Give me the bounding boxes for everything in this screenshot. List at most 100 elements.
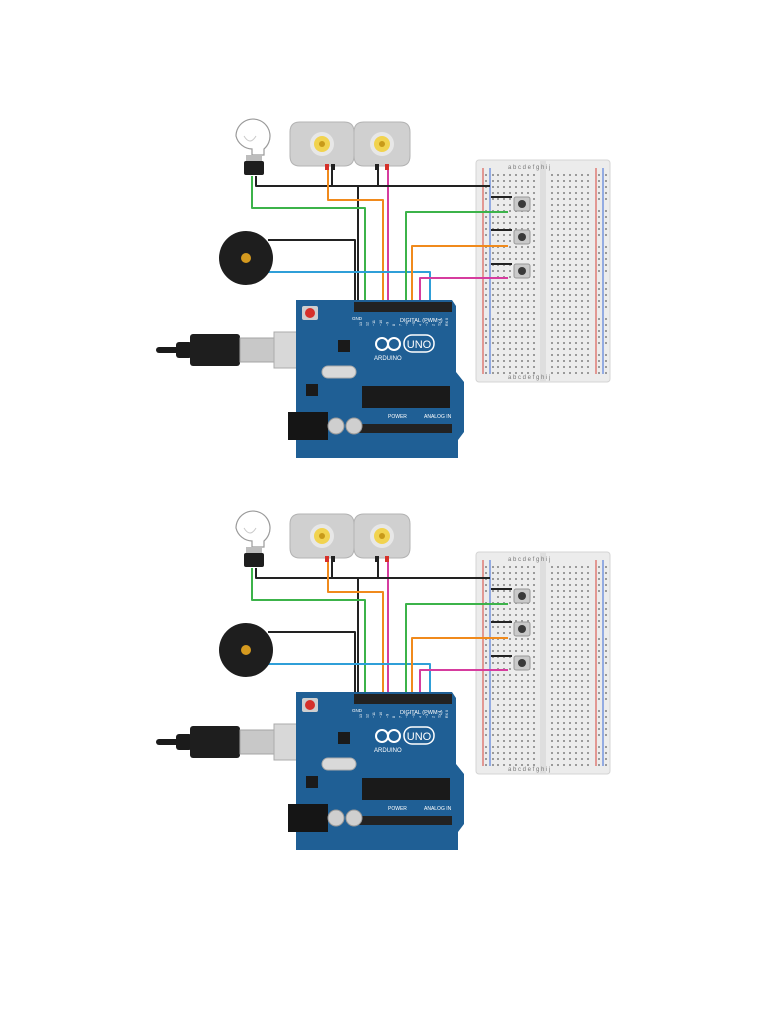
breadboard-hole: [587, 336, 589, 338]
breadboard-hole: [497, 752, 499, 754]
breadboard-hole: [557, 728, 559, 730]
breadboard-hole: [557, 752, 559, 754]
rail-hole: [485, 222, 487, 224]
breadboard-hole: [503, 584, 505, 586]
breadboard-hole: [563, 318, 565, 320]
breadboard-hole: [551, 192, 553, 194]
breadboard-hole: [527, 614, 529, 616]
breadboard-hole: [581, 608, 583, 610]
breadboard-hole: [581, 596, 583, 598]
breadboard-hole: [497, 650, 499, 652]
breadboard-hole: [563, 704, 565, 706]
digital-label: DIGITAL (PWM~): [400, 318, 443, 324]
breadboard-hole: [563, 602, 565, 604]
breadboard-hole: [533, 716, 535, 718]
dc-motor[interactable]: [353, 513, 411, 562]
breadboard-hole: [533, 306, 535, 308]
breadboard-hole: [521, 674, 523, 676]
breadboard-hole: [551, 650, 553, 652]
rail-hole: [605, 566, 607, 568]
breadboard-hole: [581, 668, 583, 670]
breadboard-hole: [503, 626, 505, 628]
breadboard-hole: [533, 354, 535, 356]
breadboard-hole: [581, 282, 583, 284]
rail-hole: [485, 306, 487, 308]
push-button[interactable]: [513, 196, 531, 212]
breadboard-hole: [503, 366, 505, 368]
breadboard-hole: [557, 662, 559, 664]
push-button[interactable]: [513, 655, 531, 671]
breadboard-hole: [551, 318, 553, 320]
breadboard-hole: [527, 180, 529, 182]
rail-hole: [605, 252, 607, 254]
breadboard-hole: [551, 216, 553, 218]
breadboard-hole: [515, 372, 517, 374]
breadboard-hole: [503, 240, 505, 242]
breadboard-hole: [521, 698, 523, 700]
dc-motor[interactable]: [289, 121, 355, 170]
breadboard-hole: [503, 222, 505, 224]
light-bulb[interactable]: [235, 118, 271, 175]
rail-hole: [598, 306, 600, 308]
breadboard-hole: [581, 626, 583, 628]
breadboard-hole: [503, 192, 505, 194]
rail-hole: [605, 650, 607, 652]
breadboard-hole: [587, 680, 589, 682]
breadboard-hole: [557, 614, 559, 616]
breadboard-hole: [497, 180, 499, 182]
rail-hole: [605, 680, 607, 682]
breadboard-hole: [533, 180, 535, 182]
breadboard-hole: [575, 222, 577, 224]
breadboard-hole: [581, 692, 583, 694]
rail-hole: [605, 216, 607, 218]
breadboard-hole: [521, 186, 523, 188]
breadboard-hole: [533, 228, 535, 230]
breadboard-hole: [509, 186, 511, 188]
rail-hole: [492, 584, 494, 586]
breadboard-hole: [581, 686, 583, 688]
rail-hole: [598, 620, 600, 622]
breadboard-hole: [509, 222, 511, 224]
push-button[interactable]: [513, 588, 531, 604]
dc-motor[interactable]: [353, 121, 411, 170]
breadboard-hole: [515, 174, 517, 176]
rail-hole: [485, 270, 487, 272]
breadboard-hole: [551, 590, 553, 592]
breadboard-hole: [551, 222, 553, 224]
breadboard-hole: [569, 734, 571, 736]
rail-hole: [492, 186, 494, 188]
breadboard-hole: [569, 740, 571, 742]
push-button[interactable]: [513, 229, 531, 245]
pin-label: 4: [418, 324, 422, 326]
dc-motor[interactable]: [289, 513, 355, 562]
breadboard-hole: [551, 366, 553, 368]
breadboard-hole: [521, 638, 523, 640]
breadboard-hole: [509, 590, 511, 592]
light-bulb[interactable]: [235, 510, 271, 567]
breadboard-hole: [575, 686, 577, 688]
board-brand: ARDUINO: [374, 356, 402, 362]
rail-hole: [598, 584, 600, 586]
breadboard-hole: [533, 590, 535, 592]
breadboard-hole: [563, 234, 565, 236]
piezo-buzzer[interactable]: [219, 231, 273, 285]
breadboard-hole: [587, 578, 589, 580]
push-button[interactable]: [513, 263, 531, 279]
pin-label: ~6: [405, 322, 409, 326]
rail-hole: [598, 234, 600, 236]
breadboard-hole: [497, 252, 499, 254]
gnd-label: GND: [352, 316, 363, 321]
breadboard-hole: [497, 596, 499, 598]
breadboard-hole: [527, 318, 529, 320]
breadboard-hole: [557, 204, 559, 206]
breadboard-hole: [563, 276, 565, 278]
breadboard-hole: [509, 366, 511, 368]
breadboard-hole: [569, 680, 571, 682]
board-brand: ARDUINO: [374, 748, 402, 754]
breadboard-hole: [527, 360, 529, 362]
breadboard-hole: [587, 300, 589, 302]
breadboard-hole: [557, 174, 559, 176]
breadboard-hole: [515, 644, 517, 646]
piezo-buzzer[interactable]: [219, 623, 273, 677]
push-button[interactable]: [513, 621, 531, 637]
